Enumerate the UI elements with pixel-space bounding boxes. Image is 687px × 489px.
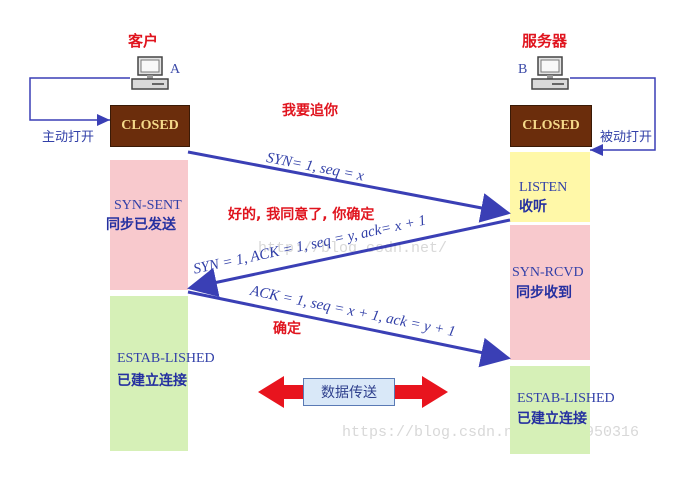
syn-arrow	[187, 150, 511, 223]
passive-open-arrow	[570, 77, 656, 151]
note-second: 好的, 我同意了, 你确定	[228, 207, 375, 223]
server-title: 服务器	[522, 32, 568, 50]
server-letter: B	[518, 62, 528, 77]
data-transfer-box: 数据传送	[303, 378, 395, 406]
active-open-arrow	[29, 77, 130, 121]
ack-arrow	[187, 290, 511, 368]
server-listen-label: LISTEN	[519, 180, 568, 195]
passive-open-label: 被动打开	[600, 130, 653, 145]
client-established-box	[110, 296, 188, 451]
client-syn-sent-label: SYN-SENT	[114, 198, 182, 213]
client-established-cn: 已建立连接	[117, 373, 187, 389]
data-transfer-label: 数据传送	[321, 385, 377, 401]
active-open-label: 主动打开	[42, 130, 95, 145]
note-third: 确定	[273, 321, 301, 337]
server-established-box	[510, 366, 590, 454]
client-syn-sent-cn: 同步已发送	[106, 217, 176, 233]
server-syn-rcvd-box	[510, 225, 590, 360]
computer-icon	[130, 55, 170, 95]
note-first: 我要追你	[282, 103, 338, 119]
server-established-cn: 已建立连接	[517, 411, 587, 427]
syn-ack-arrow	[187, 218, 511, 298]
server-established-label: ESTAB-LISHED	[517, 391, 615, 406]
server-closed-state: CLOSED	[510, 105, 592, 147]
client-letter: A	[170, 62, 181, 77]
server-syn-rcvd-cn: 同步收到	[516, 285, 572, 301]
client-title: 客户	[128, 32, 159, 50]
client-established-label: ESTAB-LISHED	[117, 351, 215, 366]
computer-icon	[530, 55, 570, 95]
server-syn-rcvd-label: SYN-RCVD	[512, 265, 584, 280]
server-listen-box	[510, 152, 590, 222]
client-syn-sent-box	[110, 160, 188, 290]
server-listen-cn: 收听	[519, 199, 547, 215]
client-closed-state: CLOSED	[110, 105, 190, 147]
